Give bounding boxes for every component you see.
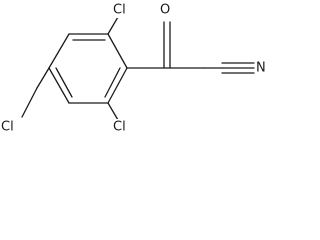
- bond-c4-cl-extension: [21, 87, 38, 118]
- ring-bond-c4-c5-inner: [55, 67, 73, 98]
- ring-bond-c6-c1-inner: [104, 67, 121, 98]
- chlorine-label-bottom: Cl: [113, 120, 126, 135]
- ring-bond-c6-c1: [107, 67, 128, 104]
- oxygen-label: O: [160, 3, 170, 18]
- atom-labels: Cl O N Cl Cl: [0, 2, 269, 135]
- ring-bond-c1-c2: [107, 33, 128, 69]
- ring-bond-c4-c5: [48, 67, 70, 104]
- bond-c4-cl: [36, 67, 50, 89]
- nitrogen-label: N: [256, 61, 266, 76]
- ring-bond-c3-c4: [48, 33, 70, 69]
- benzene-ring: [48, 33, 128, 104]
- substituent-bonds: [36, 16, 255, 121]
- bond-c2-cl: [107, 16, 119, 35]
- chlorine-label-left: Cl: [1, 120, 14, 135]
- bond-c6-cl: [107, 102, 119, 121]
- chemical-structure-diagram: Cl O N Cl Cl: [0, 2, 269, 135]
- chlorine-label-top: Cl: [113, 3, 126, 18]
